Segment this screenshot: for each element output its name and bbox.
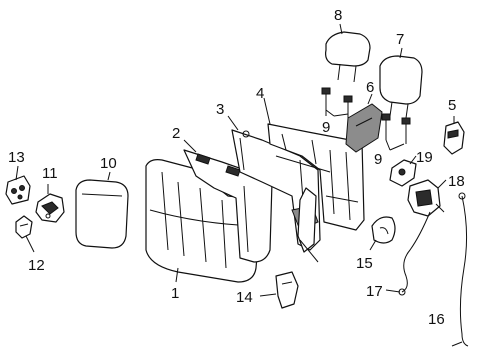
callout-11: 11 [42,165,58,182]
callout-19: 19 [416,149,433,166]
callout-9-lower: 9 [374,151,382,168]
part-18-mechanism [407,179,445,217]
callout-8: 8 [334,7,342,24]
part-4-back-panel [267,123,365,263]
callout-18: 18 [448,173,465,190]
part-7-headrest [379,55,423,119]
callout-15: 15 [356,255,373,272]
callout-12: 12 [28,257,45,274]
part-11-latch [35,193,65,223]
callout-16: 16 [428,311,445,328]
callout-2: 2 [172,125,180,142]
part-10-pad [75,179,129,249]
callout-17: 17 [366,283,383,300]
callout-4: 4 [256,85,264,102]
callout-3: 3 [216,101,224,118]
part-17-cable [398,211,431,296]
part-12-clip [15,215,33,239]
part-9-guides-lower [381,113,411,144]
callout-5: 5 [448,97,456,114]
callout-14: 14 [236,289,253,306]
part-14-clip [275,271,299,309]
part-13-bracket [5,175,31,205]
callout-13: 13 [8,149,25,166]
part-5-cover [443,121,465,155]
part-19-latch [389,159,417,187]
callout-6: 6 [366,79,374,96]
callout-10: 10 [100,155,117,172]
part-15-cap [371,216,396,244]
callout-7: 7 [396,31,404,48]
callout-9-upper: 9 [322,119,330,136]
part-8-headrest [325,31,371,83]
part-2-backrest [183,149,273,263]
leader-lines [15,23,463,347]
callout-1: 1 [171,285,179,302]
part-6-trim [345,103,383,153]
part-9-guides-upper [321,87,353,118]
part-16-cable [458,192,469,347]
